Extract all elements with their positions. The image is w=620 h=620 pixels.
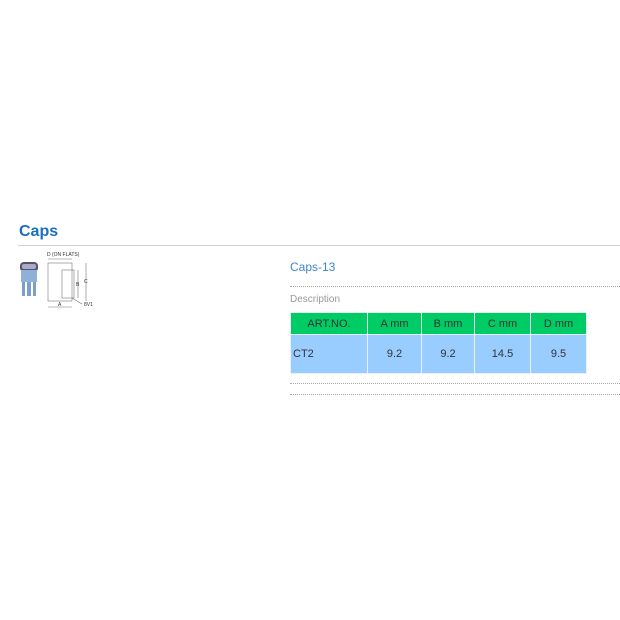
cell-art-no: CT2 — [290, 334, 368, 374]
label-d: D (ON FLATS) — [47, 252, 80, 258]
product-image: D (ON FLATS) A B C 8V1 — [20, 252, 93, 308]
svg-text:B: B — [76, 282, 80, 288]
description-label: Description — [290, 294, 341, 305]
header-c: C mm — [474, 312, 531, 335]
cell-a: 9.2 — [367, 334, 422, 374]
svg-text:8V1: 8V1 — [84, 302, 93, 308]
svg-text:C: C — [84, 279, 88, 285]
divider — [290, 394, 620, 395]
cap-icon — [20, 262, 38, 296]
spec-table: ART.NO. A mm B mm C mm D mm CT2 9.2 9.2 … — [290, 312, 587, 374]
header-art-no: ART.NO. — [290, 312, 368, 335]
header-b: B mm — [421, 312, 475, 335]
svg-text:A: A — [58, 302, 62, 308]
divider — [290, 383, 620, 384]
cell-c: 14.5 — [474, 334, 531, 374]
section-title: Caps — [19, 223, 59, 240]
header-a: A mm — [367, 312, 422, 335]
header-d: D mm — [530, 312, 587, 335]
divider — [290, 286, 620, 287]
product-name[interactable]: Caps-13 — [290, 260, 336, 274]
table-header-row: ART.NO. A mm B mm C mm D mm — [290, 312, 587, 335]
cell-b: 9.2 — [421, 334, 475, 374]
table-row: CT2 9.2 9.2 14.5 9.5 — [290, 334, 587, 374]
cell-d: 9.5 — [530, 334, 587, 374]
divider — [18, 245, 620, 246]
